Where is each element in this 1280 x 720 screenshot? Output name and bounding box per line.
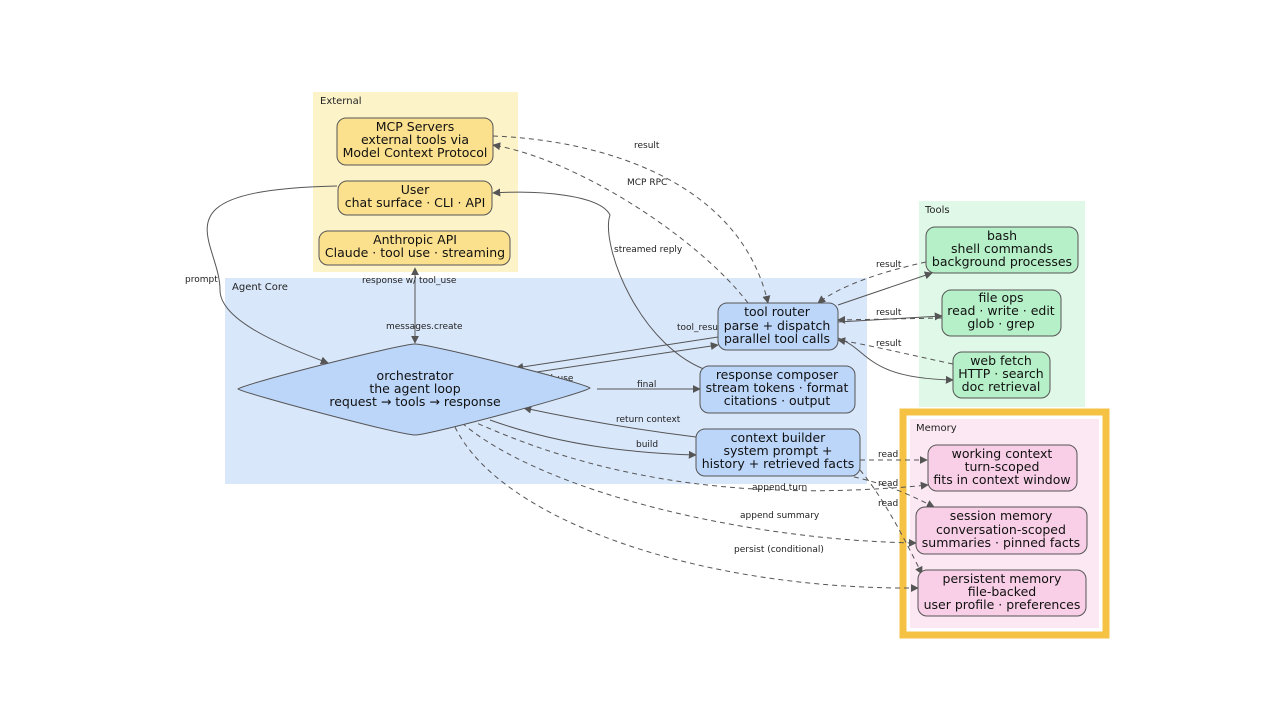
edge-label-tool-result: tool_result: [677, 323, 724, 333]
node-bash-line2: shell commands: [951, 241, 1053, 256]
node-anthropic-line1: Anthropic API: [373, 232, 457, 247]
edge-persist: [454, 426, 919, 593]
edge-label-read-3: read: [878, 499, 898, 509]
node-response-composer-line2: stream tokens · format: [706, 380, 849, 395]
memory-highlight-frame: [899, 408, 1110, 639]
edge-label-final: final: [637, 380, 656, 390]
edge-label-result-bash: result: [876, 260, 902, 270]
node-context-builder-line1: context builder: [731, 430, 827, 445]
node-mcp-servers: MCP Servers external tools via Model Con…: [336, 117, 494, 166]
node-orchestrator-line1: orchestrator: [377, 368, 455, 383]
node-working-context-line1: working context: [952, 446, 1053, 461]
node-web-fetch-line3: doc retrieval: [962, 379, 1041, 394]
edge-label-persist: persist (conditional): [734, 545, 824, 555]
edge-label-messages-create: messages.create: [386, 322, 463, 332]
node-bash: bash shell commands background processes: [925, 226, 1079, 274]
node-working-context-line2: turn-scoped: [965, 459, 1040, 474]
edge-bash-call: [837, 271, 933, 306]
node-mcp-servers-line3: Model Context Protocol: [343, 145, 488, 160]
node-tool-router-line2: parse + dispatch: [724, 318, 831, 333]
edge-web-result: [837, 337, 954, 365]
node-user: User chat surface · CLI · API: [337, 180, 493, 216]
edge-tool-use: [529, 342, 719, 374]
node-user-line1: User: [401, 182, 430, 197]
cluster-tools-label: Tools: [924, 205, 950, 216]
node-working-context: working context turn-scoped fits in cont…: [927, 444, 1078, 492]
node-orchestrator-line3: request → tools → response: [329, 394, 501, 409]
cluster-external-label: External: [320, 96, 362, 107]
edge-label-prompt: prompt: [185, 275, 218, 285]
node-orchestrator-line2: the agent loop: [369, 381, 460, 396]
edge-label-append-summary: append summary: [740, 511, 820, 521]
edge-tool-result: [515, 336, 719, 371]
edge-file-call: [837, 312, 943, 323]
node-mcp-servers-line2: external tools via: [361, 132, 469, 147]
edge-label-response-tool-use: response w/ tool_use: [362, 276, 457, 286]
node-file-ops-line2: read · write · edit: [947, 303, 1055, 318]
node-context-builder-line2: system prompt +: [723, 443, 832, 458]
node-tool-router-line3: parallel tool calls: [724, 331, 830, 346]
edge-label-append-turn: append turn: [752, 483, 807, 493]
edge-label-build: build: [636, 440, 658, 450]
node-file-ops-line1: file ops: [978, 290, 1023, 305]
edge-label-read-1: read: [878, 450, 898, 460]
edge-label-result-file: result: [876, 308, 902, 318]
node-web-fetch: web fetch HTTP · search doc retrieval: [952, 351, 1051, 399]
node-context-builder: context builder system prompt + history …: [695, 428, 861, 477]
node-bash-line1: bash: [987, 228, 1017, 243]
node-web-fetch-line1: web fetch: [970, 353, 1032, 368]
edge-append-summary: [461, 422, 917, 547]
edge-streamed-reply: [492, 188, 713, 373]
edge-mcp-result: [492, 135, 771, 304]
edge-label-mcp-rpc: MCP RPC: [627, 178, 667, 188]
edge-prompt: [206, 185, 338, 365]
cluster-agent-core-label: Agent Core: [232, 282, 288, 293]
node-response-composer-line1: response composer: [716, 367, 839, 382]
node-tool-router-line1: tool router: [744, 304, 811, 319]
node-file-ops: file ops read · write · edit glob · grep: [941, 289, 1062, 337]
node-bash-line3: background processes: [932, 254, 1072, 269]
edge-label-mcp-result: result: [634, 141, 660, 151]
node-persistent-memory-line3: user profile · preferences: [924, 597, 1081, 612]
node-context-builder-line3: history + retrieved facts: [702, 456, 855, 471]
node-persistent-memory-line2: file-backed: [968, 584, 1036, 599]
node-orchestrator: orchestrator the agent loop request → to…: [237, 343, 591, 436]
node-anthropic-api: Anthropic API Claude · tool use · stream…: [318, 230, 511, 266]
node-session-memory-line3: summaries · pinned facts: [922, 535, 1080, 550]
node-session-memory: session memory conversation-scoped summa…: [915, 506, 1088, 555]
edge-build: [489, 419, 697, 459]
edge-label-return-context: return context: [616, 415, 681, 425]
edge-append-turn: [469, 419, 929, 492]
node-persistent-memory-line1: persistent memory: [943, 571, 1062, 586]
node-response-composer-line3: citations · output: [724, 393, 831, 408]
edge-bash-result: [817, 261, 927, 304]
node-web-fetch-line2: HTTP · search: [958, 366, 1043, 381]
node-session-memory-line1: session memory: [950, 508, 1053, 523]
edge-read-persistent: [859, 469, 923, 575]
node-anthropic-line2: Claude · tool use · streaming: [325, 245, 505, 260]
node-response-composer: response composer stream tokens · format…: [699, 365, 856, 414]
node-file-ops-line3: glob · grep: [967, 316, 1034, 331]
node-mcp-servers-line1: MCP Servers: [376, 119, 455, 134]
edge-web-call: [837, 337, 954, 384]
edge-label-streamed-reply: streamed reply: [614, 245, 683, 255]
cluster-memory-label: Memory: [916, 423, 957, 434]
edge-label-result-web: result: [876, 339, 902, 349]
edge-label-read-2: read: [878, 479, 898, 489]
node-tool-router: tool router parse + dispatch parallel to…: [717, 302, 839, 351]
node-working-context-line3: fits in context window: [933, 472, 1070, 487]
node-persistent-memory: persistent memory file-backed user profi…: [917, 569, 1087, 617]
edge-read-session: [844, 474, 935, 508]
node-session-memory-line2: conversation-scoped: [936, 522, 1066, 537]
node-user-line2: chat surface · CLI · API: [345, 195, 486, 210]
edge-return-context: [523, 405, 697, 438]
